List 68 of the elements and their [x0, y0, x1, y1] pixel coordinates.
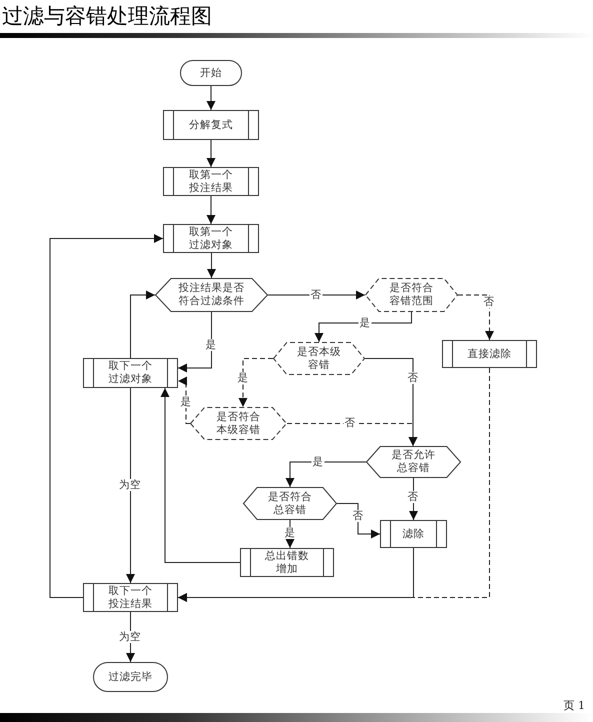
- connector-arrow: [160, 388, 240, 563]
- connector-arrow: [206, 140, 216, 168]
- edge-label: 是: [284, 527, 296, 539]
- edge-label: 否: [344, 417, 356, 429]
- edge-label: 否: [406, 372, 420, 384]
- node-label: 取下一个投注结果: [108, 584, 154, 610]
- terminator-box: [180, 60, 242, 86]
- node-label: 是否本级容错: [296, 346, 342, 372]
- connector-arrow: [336, 503, 380, 538]
- edge-label: 是: [236, 372, 250, 384]
- connector-arrow: [458, 294, 494, 340]
- node-label: 是否符合容错范围: [388, 282, 434, 308]
- edge-label: 为空: [118, 631, 142, 643]
- edge-label: 是: [180, 396, 192, 408]
- page-number: 页 1: [564, 698, 585, 713]
- node-label: 过滤完毕: [108, 670, 152, 684]
- process-box: [240, 548, 334, 577]
- node-label: 取第一个过滤对象: [188, 226, 234, 252]
- connector-arrow: [268, 290, 366, 300]
- connector-arrow: [178, 312, 212, 372]
- connector-arrow: [126, 388, 135, 584]
- edge-label: 是: [312, 456, 324, 468]
- edge-label: 为空: [118, 479, 142, 491]
- node-label: 滤除: [402, 528, 424, 540]
- connector-arrow: [50, 234, 164, 598]
- title: 过滤与容错处理流程图: [2, 3, 212, 30]
- process-box: [163, 167, 259, 196]
- node-label: 分解复式: [189, 118, 233, 132]
- process-box: [83, 583, 178, 612]
- edge-label: 是: [358, 317, 372, 329]
- node-label: 投注结果是否符合过滤条件: [178, 282, 245, 308]
- process-box: [163, 110, 259, 140]
- edge-label: 否: [406, 491, 420, 503]
- node-label: 取第一个投注结果: [188, 168, 234, 194]
- process-box: [442, 340, 537, 368]
- decision-hexagon: [273, 342, 365, 375]
- connector-arrow: [206, 86, 216, 110]
- connector-arrow: [409, 478, 418, 520]
- node-label: 是否允许总容错: [390, 449, 436, 475]
- node-label: 是否符合本级容错: [216, 410, 262, 436]
- connector-arrow: [178, 376, 190, 424]
- connector-arrow: [314, 312, 412, 342]
- decision-hexagon: [365, 278, 458, 312]
- connector-arrow: [286, 462, 366, 488]
- decision-hexagon: [366, 446, 461, 478]
- node-label: 取下一个过滤对象: [108, 360, 154, 386]
- node-label: 开始: [200, 66, 222, 80]
- edge-label: 否: [482, 296, 496, 308]
- connector-arrow: [238, 358, 274, 408]
- terminator-box: [93, 662, 168, 692]
- edge-label: 是: [204, 339, 218, 351]
- connector-arrow: [178, 548, 414, 602]
- node-label: 直接滤除: [468, 348, 512, 360]
- connector-arrow: [126, 612, 135, 662]
- connector-arrow: [130, 290, 156, 358]
- process-box: [380, 520, 447, 548]
- connector-arrow: [286, 423, 418, 446]
- decision-hexagon: [155, 278, 268, 312]
- process-box: [83, 358, 178, 388]
- connector-arrow: [207, 252, 216, 278]
- decision-hexagon: [190, 407, 287, 440]
- node-label: 总出错数增加: [264, 550, 310, 576]
- decision-hexagon: [243, 487, 337, 520]
- edge-label: 否: [352, 510, 364, 522]
- process-box: [163, 224, 259, 253]
- edge-label: 否: [310, 289, 322, 301]
- connector-arrow: [206, 196, 216, 224]
- node-label: 是否符合总容错: [267, 490, 313, 516]
